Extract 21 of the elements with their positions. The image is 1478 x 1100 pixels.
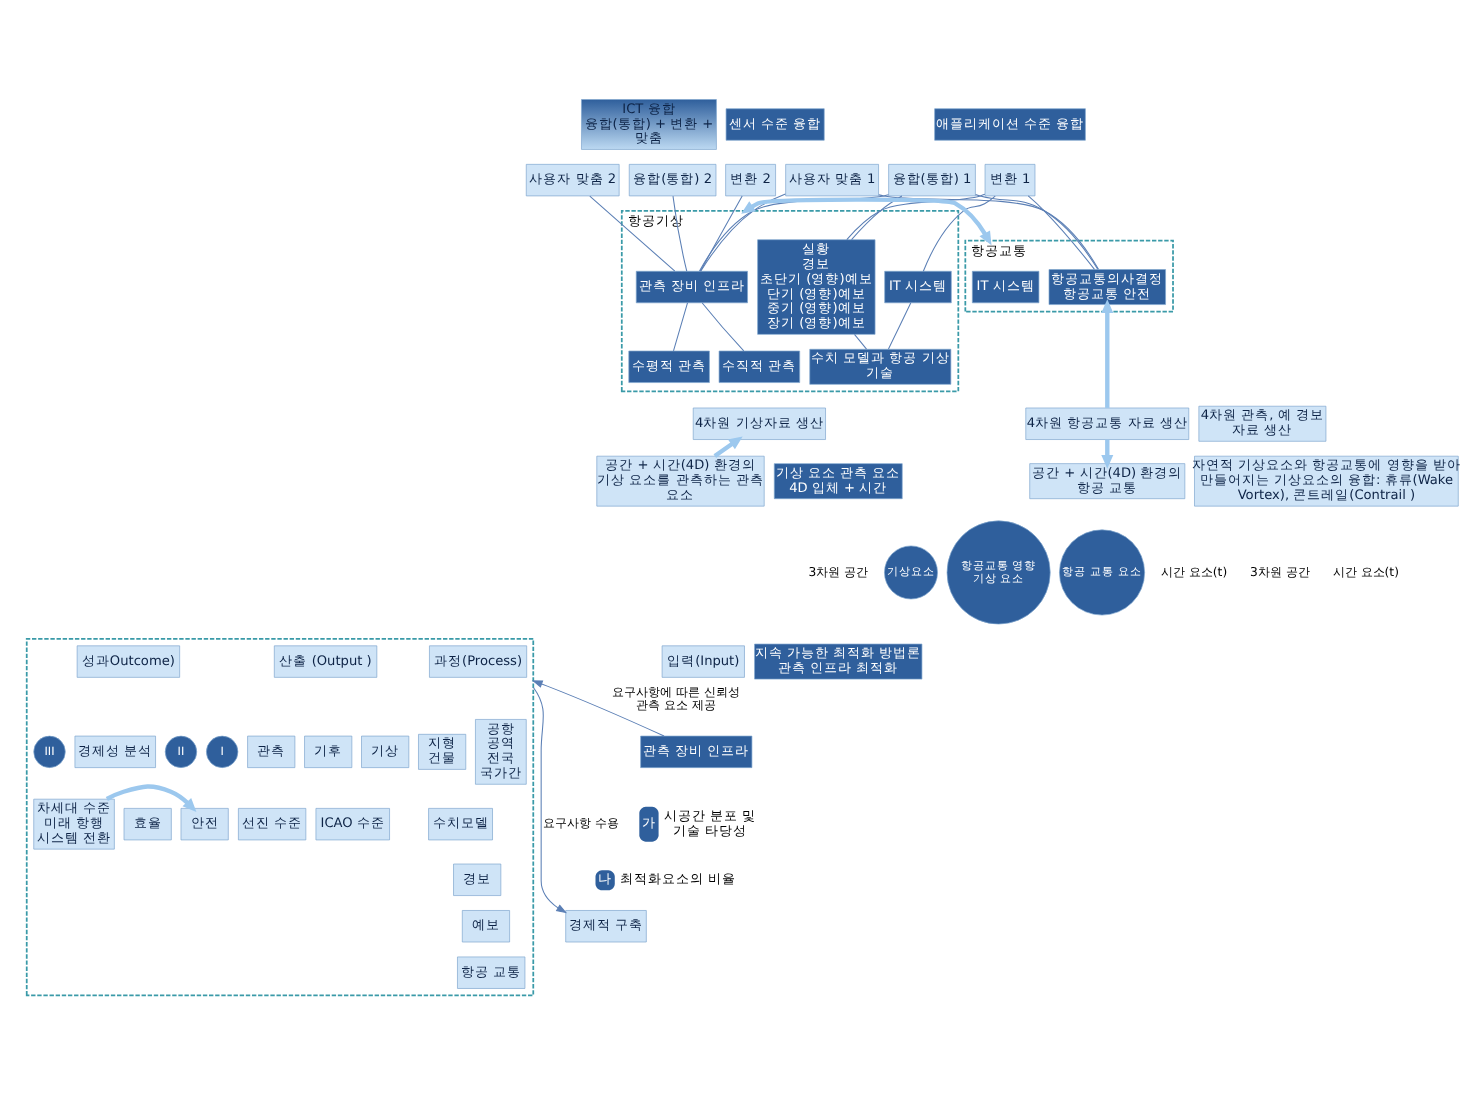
connector xyxy=(672,301,689,351)
arrow xyxy=(105,783,197,812)
connector xyxy=(672,194,688,271)
connector xyxy=(853,332,868,349)
connector xyxy=(589,194,676,271)
connector xyxy=(1027,194,1095,269)
arrow xyxy=(713,435,743,457)
connector xyxy=(700,192,786,271)
connector xyxy=(922,194,996,271)
arrow xyxy=(1101,298,1114,407)
arrow xyxy=(531,679,665,736)
arrow xyxy=(741,196,992,245)
connector xyxy=(851,194,903,240)
connector xyxy=(887,301,912,349)
connector xyxy=(846,192,986,240)
connector xyxy=(701,301,745,351)
connector xyxy=(975,193,1099,269)
cluster xyxy=(25,636,535,996)
connector xyxy=(699,194,743,271)
arrow xyxy=(532,685,568,913)
connector xyxy=(878,193,1099,269)
